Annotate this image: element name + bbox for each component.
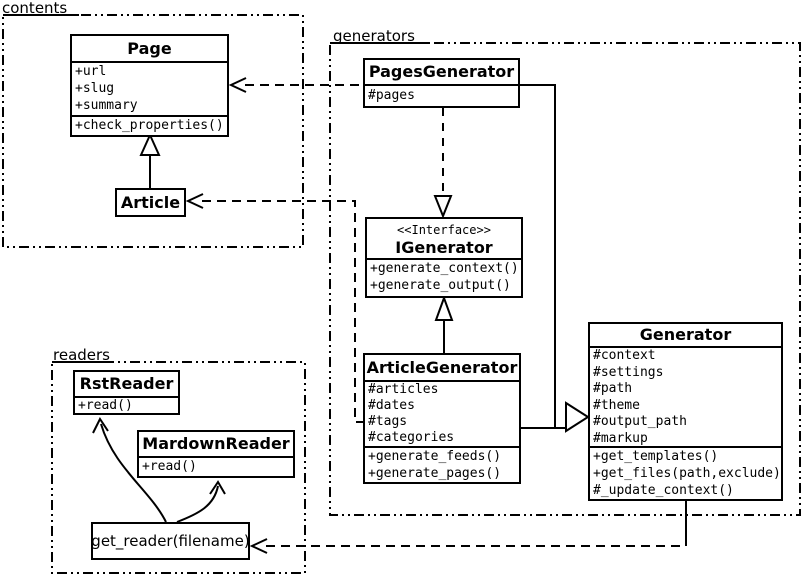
attribute-row: +url [75,64,107,79]
attribute-row: +slug [75,81,115,96]
class-igenerator-methods: +generate_context() +generate_output() [367,260,521,296]
method-row: +get_templates() [593,449,719,464]
class-generator-title: Generator [590,324,781,348]
attribute-row: #settings [593,364,664,380]
class-pagesgenerator: PagesGenerator #pages [363,58,520,108]
method-row: +generate_pages() [368,466,502,481]
class-markdownreader-title: MardownReader [139,432,293,458]
class-articlegenerator: ArticleGenerator #articles #dates #tags … [363,353,521,484]
dependency-pagesgenerator-to-page [228,77,363,93]
generalization-generators-to-generator [520,84,590,433]
generalization-article-to-page [139,132,161,188]
attribute-row: #markup [593,430,648,446]
class-igenerator-name: IGenerator [395,238,493,257]
method-row: +read() [142,459,197,474]
attribute-row: #categories [368,430,455,445]
package-readers-border [51,361,306,574]
class-markdownreader: MardownReader +read() [137,430,295,478]
attribute-row: #context [593,348,656,363]
realization-pagesgenerator-to-igenerator [433,108,453,219]
class-articlegenerator-attributes: #articles #dates #tags #categories [365,382,519,448]
attribute-row: #output_path [593,414,687,429]
arrow-getreader-to-rstreader [92,417,167,523]
method-row: +read() [78,398,133,413]
class-igenerator-title: <<Interface>> IGenerator [367,219,521,260]
class-article: Article [115,188,186,217]
attribute-row: #theme [593,397,640,413]
class-pagesgenerator-title: PagesGenerator [365,60,518,86]
class-page-title: Page [72,36,227,63]
class-articlegenerator-methods: +generate_feeds() +generate_pages() [365,448,519,482]
method-row: +generate_context() [370,261,519,276]
class-markdownreader-methods: +read() [139,458,293,476]
method-row: +check_properties() [75,118,224,133]
attribute-row: #pages [368,88,415,103]
package-label-contents: contents [2,0,68,17]
attribute-row: #path [593,381,633,396]
get-reader-box: get_reader(filename) [91,522,250,560]
class-page-attributes: +url +slug +summary [72,63,227,117]
method-row: +generate_feeds() [368,449,502,464]
class-igenerator-stereotype: <<Interface>> [397,223,491,237]
class-rstreader: RstReader +read() [73,370,180,415]
method-row: +generate_output() [370,278,511,293]
class-pagesgenerator-attributes: #pages [365,86,518,106]
class-rstreader-methods: +read() [75,398,178,413]
class-generator-methods: +get_templates() +get_files(path,exclude… [590,448,781,499]
class-generator-attributes: #context #settings #path #theme #output_… [590,348,781,448]
dependency-articlegenerator-to-article [185,193,363,423]
class-generator: Generator #context #settings #path #them… [588,322,783,501]
package-contents-border [2,14,304,248]
class-page: Page +url +slug +summary +check_properti… [70,34,229,137]
attribute-row: #tags [368,414,408,429]
class-page-methods: +check_properties() [72,117,227,135]
class-article-title: Article [120,193,181,212]
method-row: #_update_context() [593,483,734,498]
class-igenerator: <<Interface>> IGenerator +generate_conte… [365,217,523,298]
attribute-row: +summary [75,98,138,113]
package-label-generators: generators [333,27,415,45]
generalization-articlegenerator-to-igenerator [434,295,454,353]
attribute-row: #articles [368,382,439,397]
arrow-getreader-to-markdownreader [176,480,226,523]
package-label-readers: readers [53,346,110,364]
class-rstreader-title: RstReader [75,372,178,398]
dependency-generator-to-getreader [249,500,687,554]
attribute-row: #dates [368,398,415,413]
method-row: +get_files(path,exclude) [593,466,781,481]
package-generators-border [329,42,801,516]
class-articlegenerator-title: ArticleGenerator [365,355,519,382]
